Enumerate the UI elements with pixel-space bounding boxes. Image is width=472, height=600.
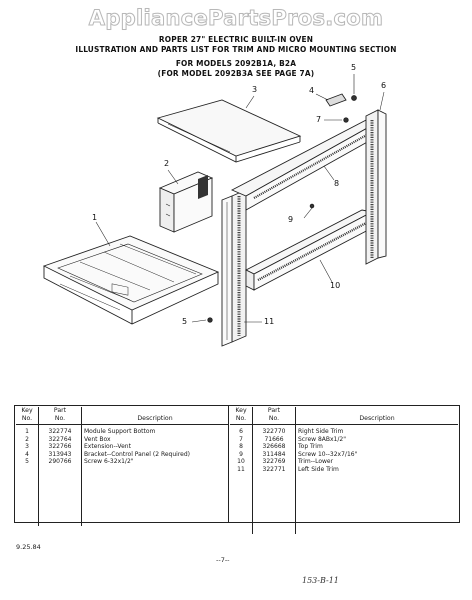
- parts-list-frame: [14, 405, 460, 523]
- cell-key-no: 1: [16, 424, 39, 436]
- header-title: ROPER 27" ELECTRIC BUILT-IN OVEN: [158, 34, 314, 44]
- part-vent-extension: [156, 99, 302, 163]
- screw-side: [324, 117, 349, 123]
- cell-key-no: 9: [230, 450, 253, 459]
- callout-9: 9: [288, 215, 294, 224]
- callout-2: 2: [164, 159, 170, 168]
- cell-key-no: 5: [16, 458, 39, 526]
- header-model-note: (FOR MODEL 2092B3A SEE PAGE 7A): [157, 68, 315, 78]
- part-module-support-bottom: [42, 235, 220, 325]
- cell-description: Module Support Bottom: [84, 428, 156, 435]
- footer-date: 9.25.84: [16, 543, 41, 551]
- parts-diagram: [42, 74, 387, 347]
- bracket-control-panel: [315, 93, 347, 107]
- footer-handwritten-note: 153-B-11: [302, 576, 339, 585]
- cell-part-no: 322769: [252, 458, 296, 466]
- cell-key-no: 2: [16, 435, 39, 444]
- parts-list-divider: [228, 405, 229, 523]
- callout-8: 8: [334, 179, 340, 188]
- leader-lines: [95, 91, 385, 323]
- cell-description: Left Side Trim: [298, 465, 339, 473]
- callout-11: 11: [264, 317, 275, 326]
- part-lower-trim: [245, 209, 374, 291]
- callout-7: 7: [316, 115, 322, 124]
- cell-description: Screw 10--32x7/16": [298, 450, 358, 458]
- cell-key-no: 10: [230, 458, 253, 466]
- cell-part-no: 322764: [38, 435, 82, 444]
- col-description: Description: [81, 407, 228, 425]
- col-description: Description: [295, 407, 458, 425]
- callout-5-top: 5: [351, 63, 357, 72]
- cell-part-no: 322766: [38, 443, 82, 451]
- cell-part-no: 326668: [252, 443, 296, 451]
- cell-description: Top Trim: [298, 443, 323, 451]
- cell-description: Extension--Vent: [84, 443, 131, 451]
- screw-top: [351, 74, 357, 101]
- screw-bottom: [191, 317, 213, 323]
- cell-key-no: 7: [230, 435, 253, 444]
- footer-page-number: --7--: [216, 556, 230, 564]
- cell-description: Bracket--Control Panel (2 Required): [84, 450, 190, 458]
- part-vent-box: [158, 171, 214, 233]
- callout-1: 1: [92, 213, 98, 222]
- cell-part-no: 322770: [252, 424, 296, 436]
- cell-description: Vent Box: [84, 435, 111, 443]
- cell-part-no: 290766: [38, 458, 82, 526]
- callout-5-bottom: 5: [182, 317, 188, 326]
- header-models: FOR MODELS 2092B1A, B2A: [175, 58, 297, 68]
- callout-4: 4: [309, 86, 315, 95]
- part-right-side-trim: [365, 109, 387, 265]
- cell-description: Screw 8ABx1/2": [298, 435, 346, 443]
- cell-part-no: 322774: [38, 424, 82, 436]
- screw-trim: [303, 203, 315, 219]
- cell-key-no: 3: [16, 443, 39, 451]
- cell-part-no: 311484: [252, 450, 296, 459]
- cell-part-no: 313943: [38, 450, 82, 459]
- callout-6: 6: [381, 81, 387, 90]
- watermark: AppliancePartsPros.com: [88, 6, 384, 31]
- callout-3: 3: [252, 85, 258, 94]
- header-subtitle: ILLUSTRATION AND PARTS LIST FOR TRIM AND…: [75, 44, 397, 54]
- part-left-side-trim: [221, 189, 247, 347]
- cell-description: Screw 6-32x1/2": [84, 458, 134, 466]
- cell-description: Right Side Trim: [298, 428, 344, 435]
- cell-key-no: 8: [230, 443, 253, 451]
- cell-key-no: 4: [16, 450, 39, 459]
- cell-description: Trim--Lower: [298, 458, 334, 466]
- cell-key-no: 6: [230, 424, 253, 436]
- callout-10: 10: [330, 281, 341, 290]
- cell-key-no: 11: [230, 465, 253, 534]
- cell-part-no: 71666: [252, 435, 296, 444]
